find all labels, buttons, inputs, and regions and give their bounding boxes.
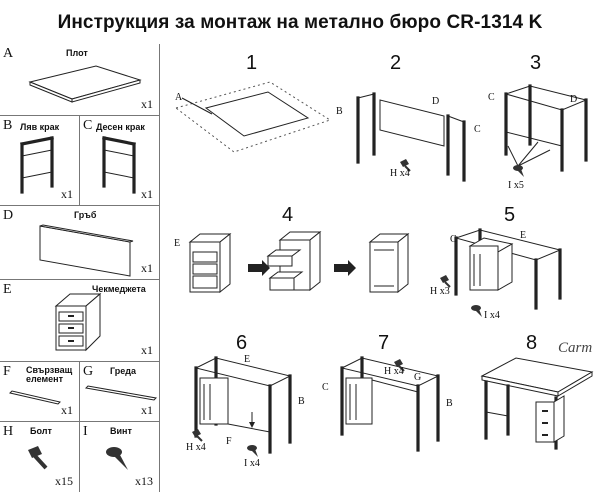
step-7-number: 7	[378, 332, 390, 354]
parts-list: A Плот x1 B Ляв крак x1 C Десен крак	[0, 44, 160, 492]
screw-icon	[471, 305, 482, 317]
part-c: C Десен крак x1	[80, 116, 160, 206]
part-i: I Винт x13	[80, 422, 160, 492]
part-letter: C	[83, 118, 93, 133]
part-letter: F	[3, 364, 11, 379]
step-6-label-e: E	[244, 354, 251, 365]
part-qty: x1	[61, 187, 73, 201]
part-h: H Болт x15	[0, 422, 80, 492]
part-letter: E	[3, 282, 12, 297]
part-qty: x1	[141, 187, 153, 201]
step-6-hardware-h: H x4	[186, 442, 206, 453]
step-2-number: 2	[390, 52, 402, 74]
part-name: Плот	[66, 48, 88, 58]
part-qty: x1	[141, 97, 153, 111]
part-name: Свързващ елемент	[26, 365, 73, 384]
part-b: B Ляв крак x1	[0, 116, 80, 206]
step-2-label-c: C	[474, 124, 481, 135]
drawer-unit-drawing	[54, 292, 102, 352]
part-name: Десен крак	[96, 122, 145, 132]
part-g: G Греда x1	[80, 362, 160, 422]
step-3-drawing	[504, 84, 588, 172]
part-name: Болт	[30, 426, 52, 436]
part-letter: A	[3, 46, 14, 61]
part-name: Греда	[110, 366, 136, 376]
bolt-icon	[28, 446, 48, 470]
left-leg-drawing	[20, 136, 54, 194]
part-qty: x13	[135, 474, 153, 488]
part-e: E Чекмеджета x1	[0, 280, 160, 362]
screw-icon	[247, 445, 258, 457]
part-name: Ляв крак	[20, 122, 60, 132]
step-4-drawing	[188, 230, 410, 294]
brand-logo: Carm	[558, 340, 593, 356]
back-panel-drawing	[39, 224, 134, 277]
part-name: Гръб	[74, 210, 97, 220]
step-1-drawing	[174, 81, 332, 153]
step-5-hardware-i: I x4	[484, 310, 500, 321]
step-7-label-c: C	[322, 382, 329, 393]
part-name: Винт	[110, 426, 132, 436]
step-7-hardware: H x4	[384, 366, 404, 377]
step-8-number: 8	[526, 332, 538, 354]
step-8-drawing	[480, 357, 594, 450]
part-qty: x1	[61, 403, 73, 417]
part-letter: H	[3, 424, 14, 439]
part-qty: x15	[55, 474, 73, 488]
step-3-label-c: C	[488, 92, 495, 103]
bolt-icon	[400, 159, 411, 172]
step-5-label-c: C	[450, 234, 457, 245]
step-2-hardware: H x4	[390, 168, 410, 179]
beam-drawing	[84, 385, 158, 401]
step-6-number: 6	[236, 332, 248, 354]
part-name: Чекмеджета	[92, 284, 146, 294]
step-1-label-a: A	[175, 92, 183, 103]
screw-icon	[513, 165, 524, 177]
step-4-number: 4	[282, 204, 294, 226]
step-6-label-f: F	[226, 436, 232, 447]
part-letter: G	[83, 364, 94, 379]
part-f: F Свързващ елемент x1	[0, 362, 80, 422]
bolt-icon	[192, 429, 203, 442]
connector-drawing	[9, 390, 61, 405]
step-7-drawing	[340, 356, 440, 452]
step-6-hardware-i: I x4	[244, 458, 260, 469]
part-qty: x1	[141, 403, 153, 417]
right-leg-drawing	[102, 136, 136, 194]
step-4-label-e: E	[174, 238, 181, 249]
step-3-number: 3	[530, 52, 542, 74]
part-a: A Плот x1	[0, 44, 160, 116]
step-2-label-b: B	[336, 106, 343, 117]
page-title: Инструкция за монтаж на метално бюро CR-…	[57, 12, 543, 33]
step-2-label-d: D	[432, 96, 440, 107]
part-qty: x1	[141, 261, 153, 275]
step-3-hardware: I x5	[508, 180, 524, 191]
step-3-label-d: D	[570, 94, 578, 105]
part-letter: I	[83, 424, 88, 439]
part-qty: x1	[141, 343, 153, 357]
step-5-hardware-h: H x3	[430, 286, 450, 297]
screw-icon	[106, 447, 128, 470]
step-5-number: 5	[504, 204, 516, 226]
tabletop-drawing	[28, 65, 142, 103]
bolt-icon	[394, 359, 405, 372]
step-5-drawing	[454, 228, 562, 310]
part-letter: D	[3, 208, 14, 223]
step-5-label-e: E	[520, 230, 527, 241]
step-6-label-b: B	[298, 396, 305, 407]
bolt-icon	[440, 275, 451, 288]
part-letter: B	[3, 118, 13, 133]
step-6-drawing	[194, 356, 292, 454]
part-d: D Гръб x1	[0, 206, 160, 280]
step-1-number: 1	[246, 52, 258, 74]
step-7-label-g: G	[414, 372, 422, 383]
step-7-label-b: B	[446, 398, 453, 409]
step-2-drawing	[356, 92, 466, 182]
